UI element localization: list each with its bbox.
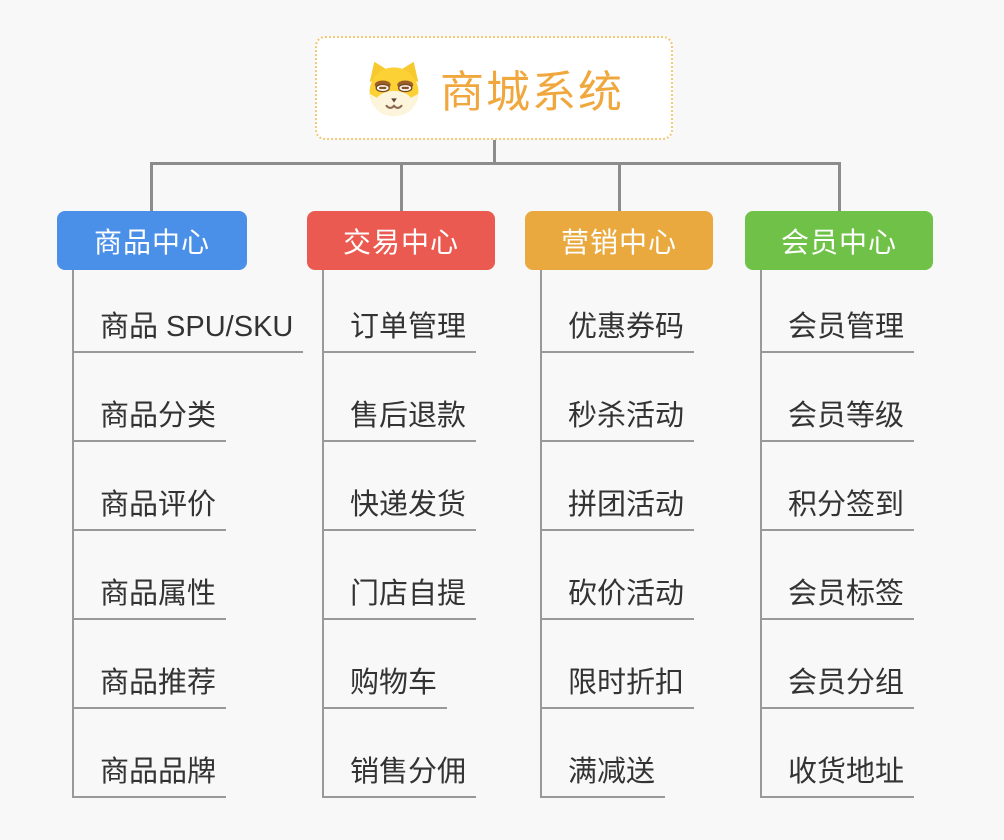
branch-marketing-center: 营销中心 优惠券码 秒杀活动 拼团活动 砍价活动 限时折扣 满减送 (525, 211, 713, 798)
branch-node[interactable]: 会员中心 (745, 211, 933, 270)
dog-face-icon (364, 58, 424, 118)
branch-trunk-line (322, 270, 324, 798)
leaf-node[interactable]: 购物车 (323, 665, 448, 709)
leaf-node[interactable]: 售后退款 (323, 398, 477, 442)
leaf-node[interactable]: 秒杀活动 (541, 398, 695, 442)
leaf-node[interactable]: 商品推荐 (73, 665, 227, 709)
branch-trunk-line (760, 270, 762, 798)
connector-drop-line (400, 162, 403, 211)
leaf-node[interactable]: 会员管理 (761, 309, 915, 353)
branch-trunk-line (72, 270, 74, 798)
leaf-node[interactable]: 会员标签 (761, 576, 915, 620)
connector-root-stem (493, 140, 496, 165)
branch-node[interactable]: 商品中心 (57, 211, 247, 270)
root-title: 商城系统 (440, 68, 624, 117)
leaf-node[interactable]: 拼团活动 (541, 487, 695, 531)
connector-horizontal-line (150, 162, 841, 165)
branch-member-center: 会员中心 会员管理 会员等级 积分签到 会员标签 会员分组 收货地址 (745, 211, 933, 798)
leaf-node[interactable]: 满减送 (541, 754, 666, 798)
leaf-node[interactable]: 优惠券码 (541, 309, 695, 353)
leaf-node[interactable]: 商品评价 (73, 487, 227, 531)
leaf-node[interactable]: 商品属性 (73, 576, 227, 620)
leaf-node[interactable]: 销售分佣 (323, 754, 477, 798)
leaf-node[interactable]: 限时折扣 (541, 665, 695, 709)
connector-drop-line (618, 162, 621, 211)
leaf-node[interactable]: 会员等级 (761, 398, 915, 442)
leaf-node[interactable]: 商品品牌 (73, 754, 227, 798)
leaf-node[interactable]: 砍价活动 (541, 576, 695, 620)
leaf-node[interactable]: 积分签到 (761, 487, 915, 531)
branch-trade-center: 交易中心 订单管理 售后退款 快递发货 门店自提 购物车 销售分佣 (307, 211, 495, 798)
branch-trunk-line (540, 270, 542, 798)
connector-drop-line (838, 162, 841, 211)
leaf-node[interactable]: 商品分类 (73, 398, 227, 442)
leaf-node[interactable]: 收货地址 (761, 754, 915, 798)
leaf-node[interactable]: 门店自提 (323, 576, 477, 620)
root-node[interactable]: 商城系统 (315, 36, 673, 140)
branch-node[interactable]: 交易中心 (307, 211, 495, 270)
connector-drop-line (150, 162, 153, 211)
branch-product-center: 商品中心 商品 SPU/SKU 商品分类 商品评价 商品属性 商品推荐 商品品牌 (57, 211, 304, 798)
branch-node[interactable]: 营销中心 (525, 211, 713, 270)
leaf-node[interactable]: 订单管理 (323, 309, 477, 353)
leaf-node[interactable]: 会员分组 (761, 665, 915, 709)
leaf-node[interactable]: 商品 SPU/SKU (73, 309, 304, 353)
leaf-node[interactable]: 快递发货 (323, 487, 477, 531)
